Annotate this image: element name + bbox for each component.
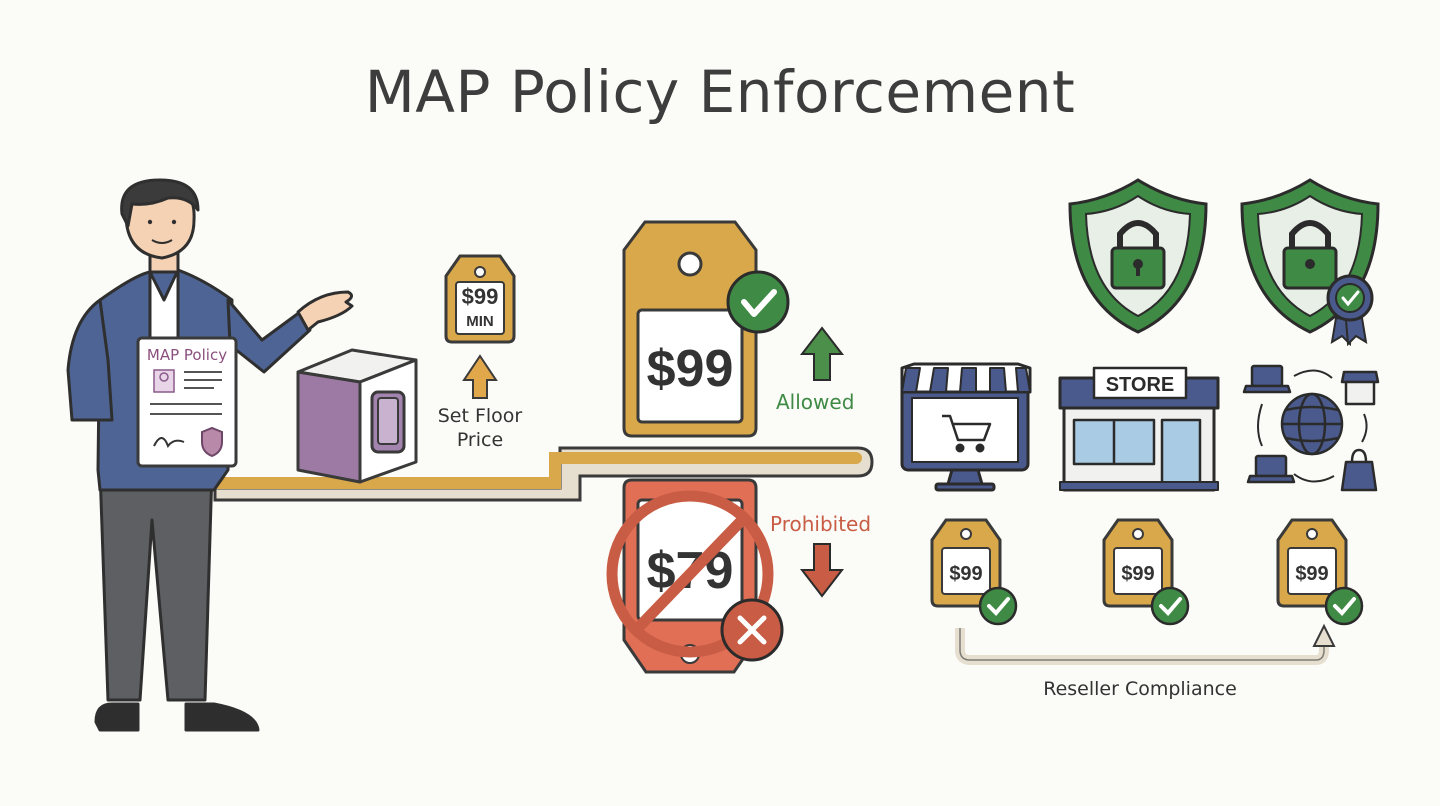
retail-store-icon: STORE: [1058, 366, 1220, 492]
reseller-compliance-connector: [955, 628, 1329, 665]
reseller-tag-2-price: $99: [1121, 563, 1154, 585]
floor-label-line-1: Set Floor: [437, 405, 523, 427]
map-policy-document: MAP Policy: [136, 336, 238, 468]
reseller-tag-3-price: $99: [1295, 563, 1328, 585]
page-title: MAP Policy Enforcement: [364, 58, 1076, 126]
reseller-tag-3: $99: [1276, 518, 1364, 626]
set-floor-price-label: Set Floor Price: [420, 404, 540, 452]
reseller-tag-2: $99: [1102, 518, 1190, 626]
prohibited-label: Prohibited: [770, 512, 872, 536]
allowed-up-arrow: [799, 326, 845, 381]
prohibited-price-tag: $79: [606, 478, 784, 674]
reseller-compliance-label: Reseller Compliance: [1043, 678, 1237, 700]
floor-tag-suffix: MIN: [466, 313, 494, 330]
reseller-tag-1-price: $99: [949, 563, 982, 585]
online-store-icon: [900, 362, 1032, 492]
price-rail: [209, 446, 874, 502]
floor-tag-price: $99: [462, 284, 499, 309]
floor-label-line-2: Price: [456, 429, 504, 451]
omnichannel-network-icon: [1242, 364, 1380, 492]
allowed-label: Allowed: [776, 390, 855, 414]
product-box-icon: [296, 348, 418, 484]
reseller-tag-1: $99: [930, 518, 1018, 626]
allowed-tag-price: $99: [647, 340, 734, 398]
store-sign-text: STORE: [1106, 374, 1175, 396]
compliance-arrowhead: [1312, 623, 1336, 647]
prohibited-down-arrow: [799, 543, 845, 598]
map-policy-doc-title: MAP Policy: [147, 346, 227, 364]
floor-price-tag: $99 MIN: [444, 254, 516, 344]
allowed-price-tag: $99: [622, 220, 790, 438]
certified-shield-icon: [1240, 178, 1380, 347]
floor-up-arrow: [462, 354, 498, 399]
security-shield-icon: [1068, 178, 1208, 334]
